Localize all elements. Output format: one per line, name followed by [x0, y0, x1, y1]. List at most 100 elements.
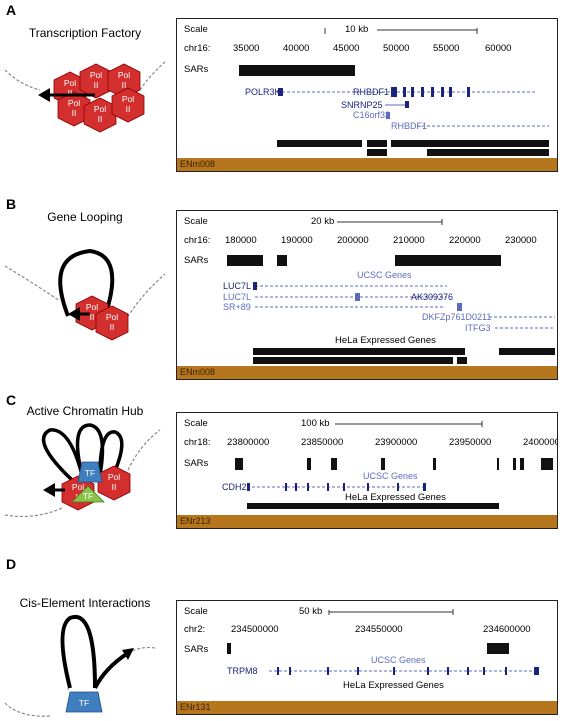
- sar-block: [541, 458, 553, 470]
- scale-label: Scale: [184, 216, 208, 227]
- gene-label: RHBDF1: [391, 121, 427, 131]
- scale-label: Scale: [184, 24, 208, 35]
- panel-title-d: Cis-Element Interactions: [19, 596, 151, 610]
- sar-block: [520, 458, 524, 470]
- svg-text:II: II: [68, 88, 73, 98]
- gene-label: SNRNP25: [341, 100, 383, 110]
- sar-block: [331, 458, 337, 470]
- svg-text:Pol: Pol: [108, 472, 120, 482]
- svg-text:Pol: Pol: [86, 302, 98, 312]
- tick-label: 234550000: [355, 624, 403, 635]
- panel-title-a: Transcription Factory: [28, 26, 142, 40]
- sar-block: [227, 643, 231, 654]
- svg-text:Pol: Pol: [122, 94, 134, 104]
- gene-label: CDH2: [222, 482, 247, 492]
- sar-block: [235, 458, 243, 470]
- panel-letter-a: A: [6, 2, 17, 18]
- tf-shape: [77, 461, 103, 483]
- tick-label: 210000: [393, 235, 425, 246]
- svg-text:II: II: [72, 108, 77, 118]
- tick-label: 35000: [233, 43, 259, 54]
- tick-label: 45000: [333, 43, 359, 54]
- svg-text:II: II: [90, 312, 95, 322]
- scale-value: 100 kb: [301, 418, 330, 429]
- sar-block: [497, 458, 499, 470]
- sar-block: [381, 458, 385, 470]
- tick-label: 220000: [449, 235, 481, 246]
- pol-ii-shape: [107, 63, 141, 99]
- panel-title-b: Gene Looping: [47, 210, 123, 224]
- panel-letter-b: B: [6, 196, 17, 212]
- track-label: HeLa Expressed Genes: [343, 680, 444, 691]
- svg-text:TF: TF: [85, 468, 95, 478]
- tf-shape: [65, 691, 103, 713]
- svg-text:TF: TF: [83, 491, 93, 501]
- sar-block: [227, 255, 263, 266]
- cis-element-interactions-diagram: TF: [4, 614, 156, 717]
- svg-text:TF: TF: [79, 698, 89, 708]
- sar-block: [433, 458, 436, 470]
- arrow-icon: [38, 88, 50, 102]
- svg-text:Pol: Pol: [68, 98, 80, 108]
- tick-label: 230000: [505, 235, 537, 246]
- sar-block: [239, 65, 355, 76]
- gene-label: AK309376: [411, 292, 453, 302]
- svg-text:Pol: Pol: [106, 312, 118, 322]
- track-label: UCSC Genes: [357, 270, 412, 280]
- gene-label: LUC7L: [223, 292, 251, 302]
- sar-block: [277, 255, 287, 266]
- tick-label: 23950000: [449, 437, 491, 448]
- tick-label: 234600000: [483, 624, 531, 635]
- tick-label: 60000: [485, 43, 511, 54]
- gene-label: TRPM8: [227, 666, 258, 676]
- svg-text:II: II: [110, 322, 115, 332]
- sars-label: SARs: [184, 458, 209, 469]
- track-label: UCSC Genes: [363, 471, 418, 481]
- tick-label: 200000: [337, 235, 369, 246]
- track-label: HeLa Expressed Genes: [335, 335, 436, 346]
- svg-text:II: II: [98, 114, 103, 124]
- region-footer: ENm008: [180, 159, 216, 169]
- region-footer: ENm008: [180, 367, 216, 377]
- chromosome-label: chr16:: [184, 235, 210, 246]
- track-label: HeLa Expressed Genes: [345, 492, 446, 503]
- arrow-icon: [43, 483, 55, 497]
- tick-label: 180000: [225, 235, 257, 246]
- svg-text:II: II: [126, 104, 131, 114]
- sar-block: [307, 458, 311, 470]
- arrow-icon: [122, 648, 134, 660]
- pol-ii-shape: [83, 97, 117, 133]
- panel-letter-c: C: [6, 392, 17, 408]
- svg-text:II: II: [112, 482, 117, 492]
- tick-label: 190000: [281, 235, 313, 246]
- sar-block: [513, 458, 516, 470]
- panel-title-c: Active Chromatin Hub: [26, 404, 144, 418]
- svg-text:Pol: Pol: [72, 482, 84, 492]
- pol-ii-shape: [97, 465, 131, 501]
- svg-text:Pol: Pol: [90, 70, 102, 80]
- gene-label: SR+89: [223, 302, 251, 312]
- chromosome-label: chr2:: [184, 624, 205, 635]
- gene-label: LUC7L: [223, 281, 251, 291]
- genome-browser-d: Scale 50 kb chr2: 234500000 234550000 23…: [176, 600, 558, 715]
- tf-shape: [71, 485, 105, 503]
- chromosome-label: chr18:: [184, 437, 210, 448]
- pol-ii-shape: [95, 305, 129, 341]
- scale-label: Scale: [184, 606, 208, 617]
- track-label: UCSC Genes: [371, 655, 426, 665]
- gene-label: C16orf33: [353, 110, 390, 120]
- gene-label: RHBDF1: [353, 87, 389, 97]
- arrow-icon: [68, 307, 80, 321]
- tick-label: 24000000: [523, 437, 557, 448]
- tick-label: 234500000: [231, 624, 279, 635]
- scale-label: Scale: [184, 418, 208, 429]
- tick-label: 55000: [433, 43, 459, 54]
- sars-label: SARs: [184, 64, 209, 75]
- svg-text:Pol: Pol: [64, 78, 76, 88]
- tick-label: 23800000: [227, 437, 269, 448]
- svg-text:Pol: Pol: [94, 104, 106, 114]
- pol-ii-shape: [111, 87, 145, 123]
